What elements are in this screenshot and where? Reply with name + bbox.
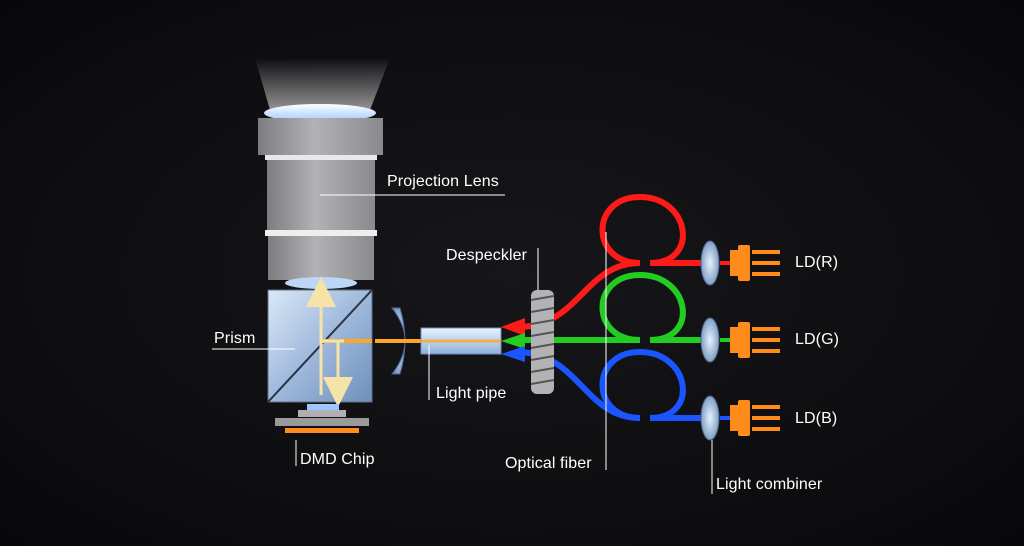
leader-lines — [212, 194, 713, 494]
projected-light-glow — [255, 58, 390, 110]
despeckler — [530, 290, 555, 394]
laser-diode-g — [720, 322, 780, 358]
projection-lens-label: Projection Lens — [387, 173, 499, 190]
projection-lens — [258, 104, 383, 289]
light-pipe — [420, 327, 502, 355]
prism-label: Prism — [214, 330, 256, 347]
blue-arrowhead — [501, 346, 525, 362]
light-combiner-lenses — [700, 240, 720, 441]
red-fiber — [517, 193, 708, 330]
combiner-lens-g — [700, 317, 720, 363]
combiner-lens-r — [700, 240, 720, 286]
optical-fibers — [512, 193, 708, 421]
ld-r-label: LD(R) — [795, 254, 839, 271]
condenser-lens — [390, 307, 406, 375]
combiner-lens-b — [700, 395, 720, 441]
optical-fiber-label: Optical fiber — [505, 455, 592, 472]
blue-fiber — [517, 348, 708, 421]
dmd-chip-label: DMD Chip — [300, 451, 375, 468]
light-combiner-label: Light combiner — [716, 476, 823, 493]
dmd-chip — [275, 404, 369, 433]
ld-b-label: LD(B) — [795, 410, 838, 427]
ld-g-label: LD(G) — [795, 331, 840, 348]
despeckler-label: Despeckler — [446, 247, 528, 264]
laser-diode-r — [720, 245, 780, 281]
red-arrowhead — [501, 318, 525, 336]
laser-diodes — [720, 245, 780, 436]
green-fiber — [512, 271, 708, 343]
prism-beams — [306, 277, 372, 407]
green-arrowhead — [501, 333, 525, 349]
light-pipe-label: Light pipe — [436, 385, 507, 402]
laser-diode-b — [720, 400, 780, 436]
